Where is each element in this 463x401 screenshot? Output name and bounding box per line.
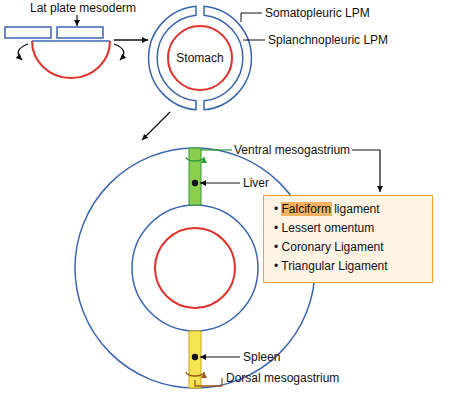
leader-line bbox=[241, 13, 262, 22]
list-item: • Falciform ligament bbox=[274, 200, 422, 219]
text-label: Lat plate mesoderm bbox=[30, 1, 136, 15]
text-label: Dorsal mesogastrium bbox=[226, 371, 339, 385]
text-label: Spleen bbox=[243, 350, 280, 364]
leader-arrow bbox=[200, 182, 240, 183]
dorsal-band bbox=[189, 331, 201, 388]
leader-arrow bbox=[200, 356, 240, 357]
organ-dot bbox=[192, 354, 198, 360]
text-label: Liver bbox=[243, 176, 269, 190]
gut-lumen-circle bbox=[155, 228, 235, 308]
leader-arrow bbox=[76, 15, 77, 26]
leader-line bbox=[201, 149, 232, 150]
stomach-circle: Stomach bbox=[167, 25, 233, 91]
leader-arrow bbox=[352, 150, 380, 192]
step-arrow bbox=[114, 39, 148, 40]
list-item: • Lessert omentum bbox=[274, 219, 422, 238]
ligament-box: • Falciform ligament• Lessert omentum• C… bbox=[263, 195, 433, 283]
leader-line bbox=[243, 40, 265, 41]
endoderm-arc bbox=[32, 41, 110, 78]
circle-shape bbox=[168, 26, 232, 90]
text-label: Ventral mesogastrium bbox=[234, 143, 350, 157]
endoderm-top bbox=[32, 40, 110, 42]
ventral-band bbox=[189, 148, 201, 205]
leader-line bbox=[195, 378, 222, 386]
list-item: • Coronary Ligament bbox=[274, 238, 422, 257]
organ-dot bbox=[192, 180, 198, 186]
circle-arrow bbox=[186, 157, 204, 161]
text-label: Splanchnopleuric LPM bbox=[268, 33, 388, 47]
fold-arrow bbox=[114, 44, 124, 60]
text-label: Somatopleuric LPM bbox=[265, 6, 370, 20]
circle-arrow bbox=[186, 372, 204, 376]
list-item: • Triangular Ligament bbox=[274, 257, 422, 276]
mesoderm-plate bbox=[5, 27, 51, 38]
organ-name: Stomach bbox=[176, 51, 223, 65]
fold-arrow bbox=[18, 44, 28, 60]
mesoderm-plate bbox=[57, 27, 103, 38]
gut-wall-circle bbox=[132, 205, 258, 331]
step-arrow bbox=[142, 112, 170, 140]
